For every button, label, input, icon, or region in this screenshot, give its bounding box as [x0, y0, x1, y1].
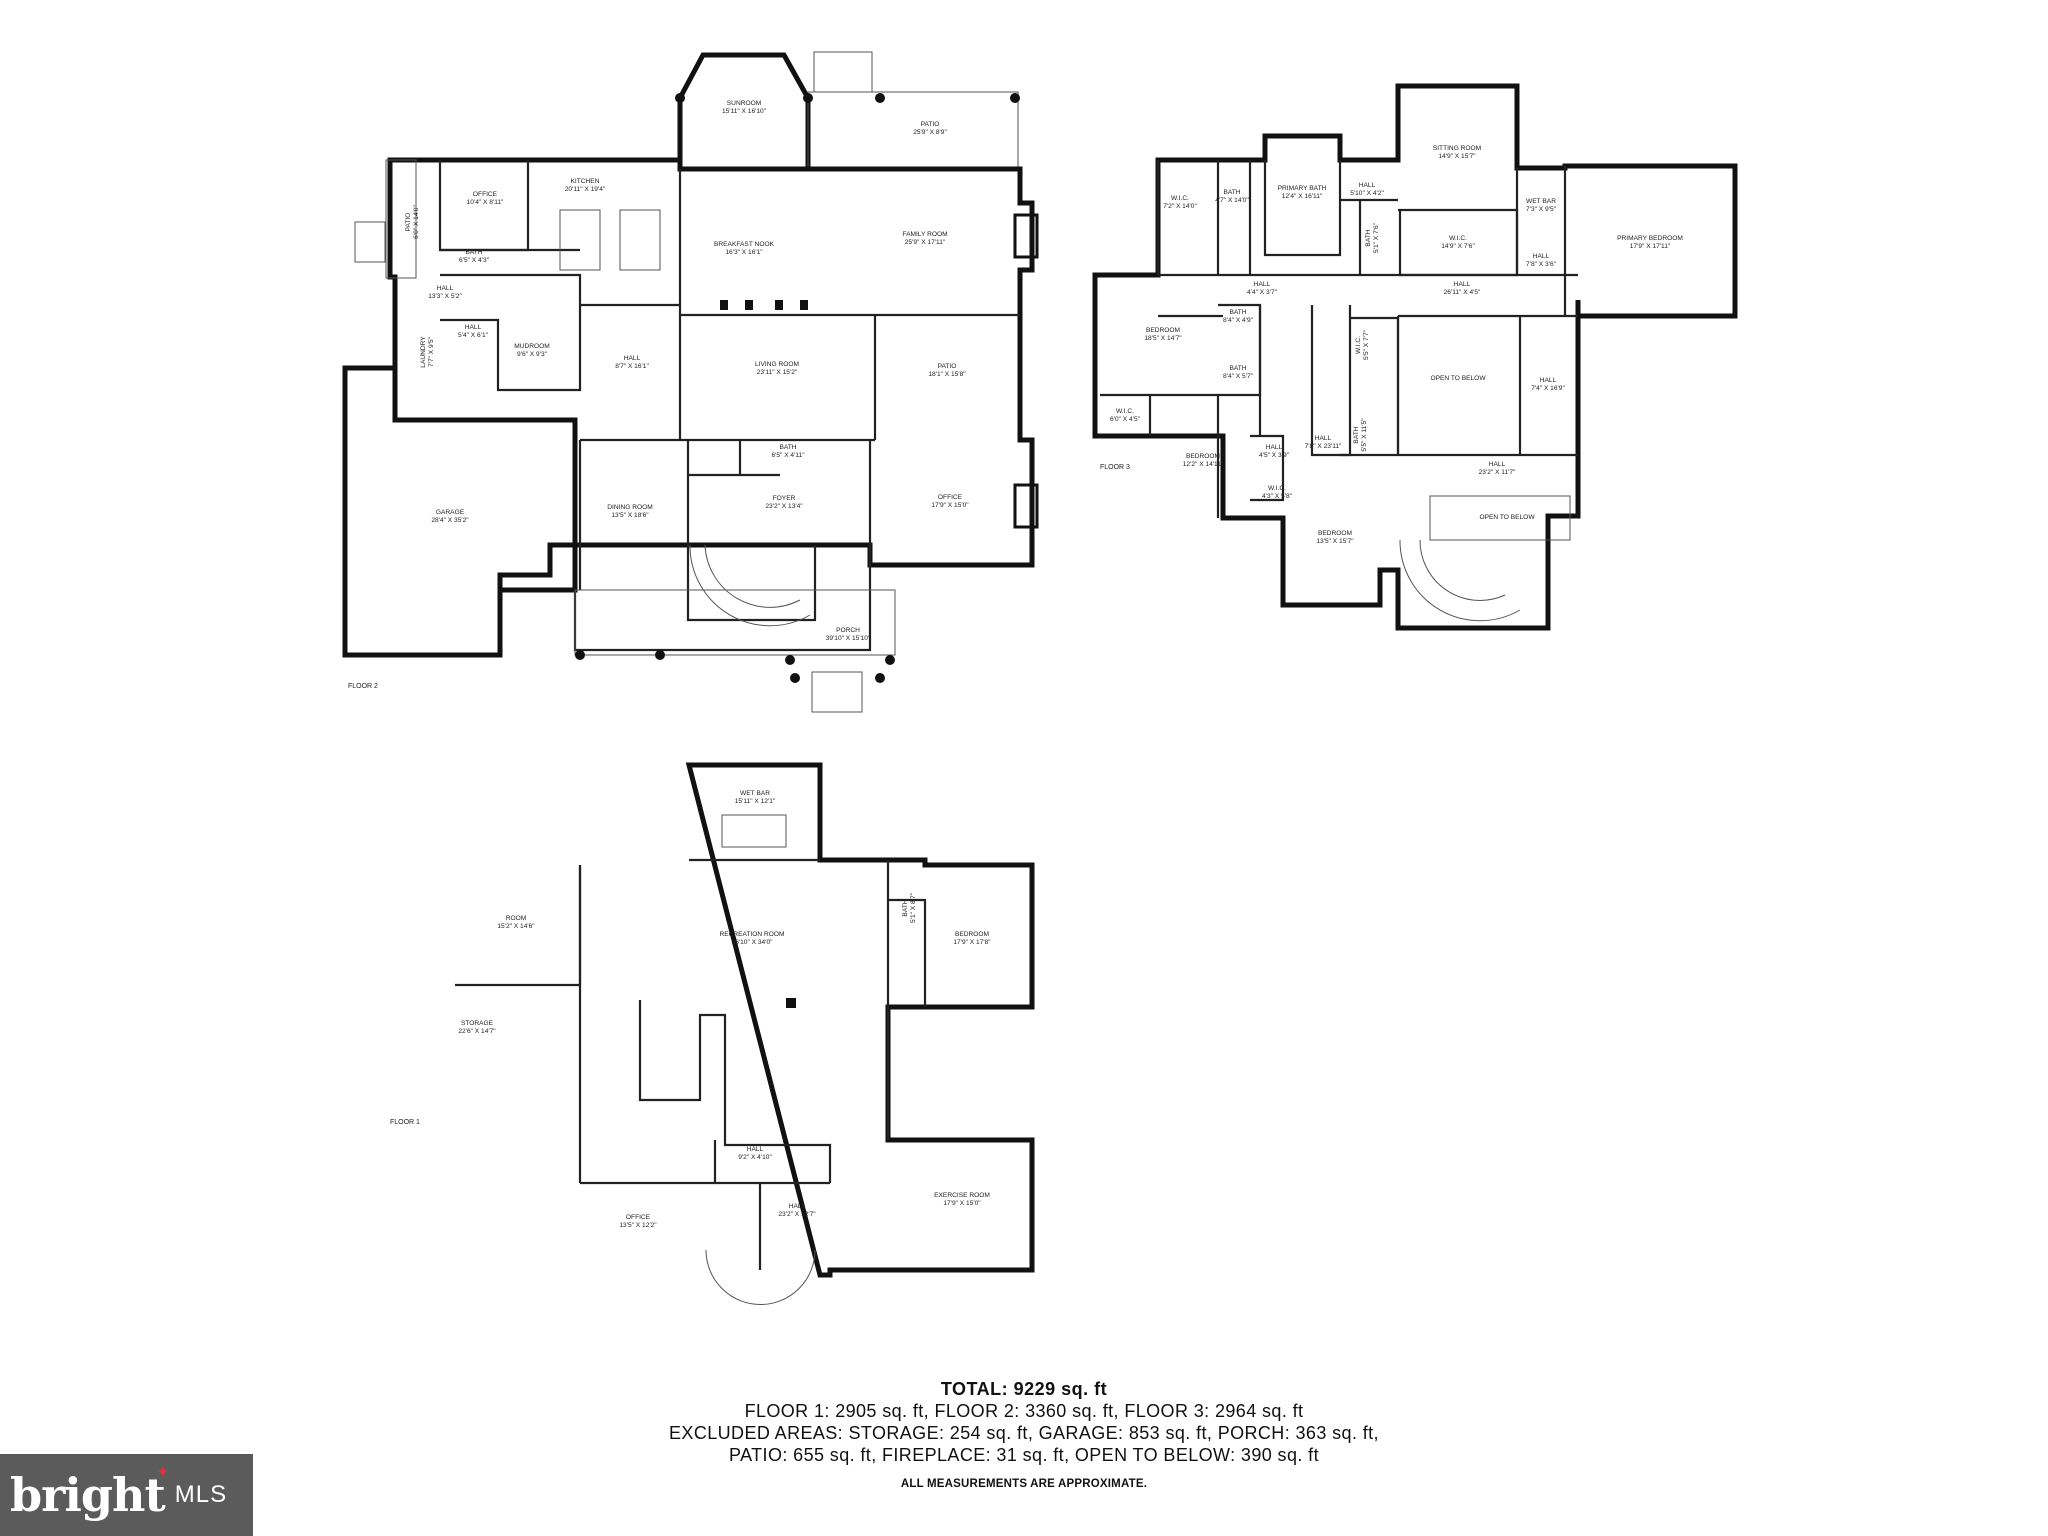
excluded-areas-line-2: PATIO: 655 sq. ft, FIREPLACE: 31 sq. ft,…	[729, 1445, 1319, 1465]
logo-accent-icon: ✦	[156, 1464, 170, 1481]
kitchen-island-1	[559, 209, 601, 271]
measurement-note: ALL MEASUREMENTS ARE APPROXIMATE.	[900, 1478, 1148, 1490]
room-wic-f3d: W.I.C.6'0" X 4'5"	[1110, 408, 1141, 423]
fireplace-family	[1013, 213, 1039, 259]
patio-steps	[813, 51, 873, 93]
total-area: TOTAL: 9229 sq. ft	[940, 1379, 1108, 1399]
floor-3-outer-walls	[1092, 83, 1738, 631]
room-open-below-b: OPEN TO BELOW	[1479, 514, 1535, 521]
room-wic-f3b: W.I.C.14'9" X 7'6"	[1441, 235, 1475, 250]
porch-outline	[574, 589, 896, 656]
floor-3-interior-walls	[1100, 160, 1578, 518]
room-bath-f1: BATH5'1" X 8'7"	[902, 892, 917, 923]
wet-bar-counter	[721, 814, 787, 848]
room-side-patio: PATIO6'0" X 14'0"	[405, 205, 420, 239]
floor-3-spiral-stair	[1399, 539, 1521, 622]
bright-mls-logo: bright ✦ MLS	[0, 1454, 253, 1536]
floor-3-label: FLOOR 3	[1100, 464, 1130, 471]
porch-steps	[811, 671, 863, 713]
foyer-spiral-stair	[689, 544, 811, 627]
room-wic-f3a: W.I.C.7'2" X 14'0"	[1163, 195, 1197, 210]
fireplace-office	[1013, 483, 1039, 529]
floor-areas: FLOOR 1: 2905 sq. ft, FLOOR 2: 3360 sq. …	[744, 1401, 1304, 1421]
area-summary: TOTAL: 9229 sq. ft FLOOR 1: 2905 sq. ft,…	[0, 1378, 2048, 1490]
room-bath-f3e: BATH5'5" X 11'5"	[1353, 418, 1368, 452]
columns	[575, 93, 1020, 683]
kitchen-island-2	[619, 209, 661, 271]
side-patio-outline	[385, 159, 417, 279]
room-wic-f3c: W.I.C.5'5" X 7'7"	[1355, 329, 1370, 360]
floor-1-spiral-stair	[705, 1249, 816, 1305]
side-patio-steps	[354, 221, 386, 263]
room-wic-f3e: W.I.C.4'3" X 5'8"	[1262, 485, 1293, 500]
excluded-areas-line-1: EXCLUDED AREAS: STORAGE: 254 sq. ft, GAR…	[669, 1423, 1379, 1443]
room-laundry: LAUNDRY7'7" X 9'5"	[420, 336, 435, 368]
room-bath-f3b: BATH5'1" X 7'6"	[1365, 222, 1380, 253]
room-open-below-a: OPEN TO BELOW	[1430, 375, 1486, 382]
support-post	[786, 998, 796, 1008]
logo-suffix: MLS	[174, 1481, 228, 1508]
floor-2-label: FLOOR 2	[348, 683, 378, 690]
floor-2-interior-walls	[438, 160, 1020, 652]
floor-1-interior-walls	[455, 858, 927, 1270]
logo-wordmark: bright	[10, 1468, 166, 1522]
floor-1-label: FLOOR 1	[390, 1119, 420, 1126]
open-to-below-lower	[1429, 495, 1571, 541]
